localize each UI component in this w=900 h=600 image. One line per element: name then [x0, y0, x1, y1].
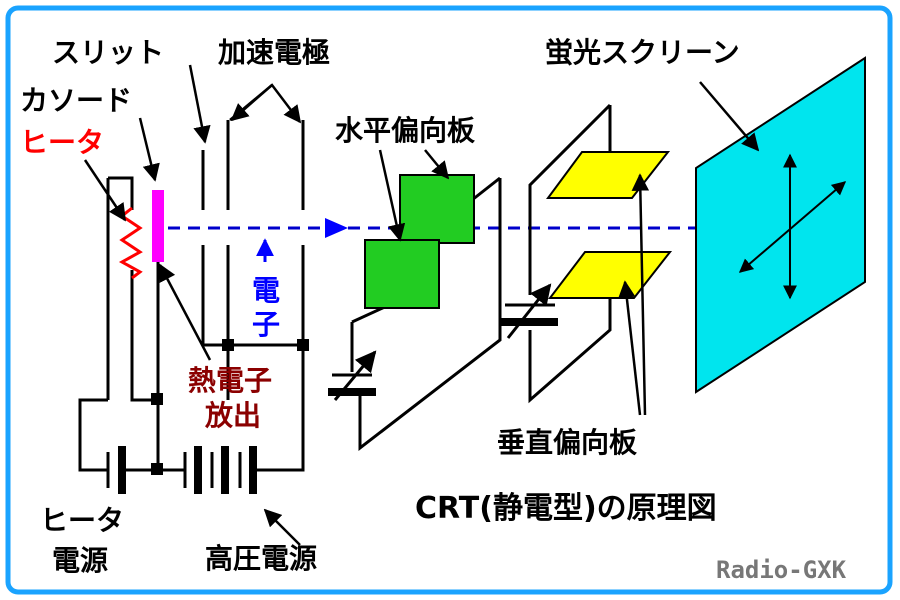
pointer-lines [83, 64, 760, 546]
variable-capacitor-icon [328, 350, 377, 401]
label-heater-supply-1: ヒータ [40, 504, 124, 537]
screen-horizontal-sweep [738, 181, 847, 273]
label-electron-1: 電 [252, 274, 280, 307]
label-high-voltage-supply: 高圧電源 [205, 542, 317, 575]
junction-dot [222, 339, 234, 351]
diagram-title: CRT(静電型)の原理図 [415, 491, 717, 526]
horizontal-plate-lower [364, 239, 440, 309]
label-fluorescent-screen: 蛍光スクリーン [545, 36, 740, 69]
horizontal-plate-upper [399, 174, 475, 244]
junction-dot [297, 339, 309, 351]
label-heater: ヒータ [20, 126, 104, 159]
label-thermionic-1: 熱電子 [188, 364, 272, 397]
label-accel-electrode: 加速電極 [218, 36, 330, 69]
accelerating-electrodes [201, 120, 305, 400]
heater-circuit [78, 176, 155, 472]
credit-text: Radio-GXK [716, 556, 847, 584]
label-heater-supply-2: 電源 [52, 544, 108, 577]
label-slit: スリット [52, 36, 164, 69]
label-horizontal-plates: 水平偏向板 [335, 114, 475, 147]
label-vertical-plates: 垂直偏向板 [497, 426, 637, 459]
label-cathode: カソード [20, 84, 132, 117]
label-electron-2: 子 [252, 308, 280, 341]
variable-capacitor-icon [500, 283, 558, 339]
junction-dot [151, 393, 163, 405]
battery-symbol-icon [100, 345, 305, 494]
label-thermionic-2: 放出 [204, 399, 261, 432]
cathode-electrode [152, 190, 164, 262]
arrowhead-icon [325, 218, 348, 238]
